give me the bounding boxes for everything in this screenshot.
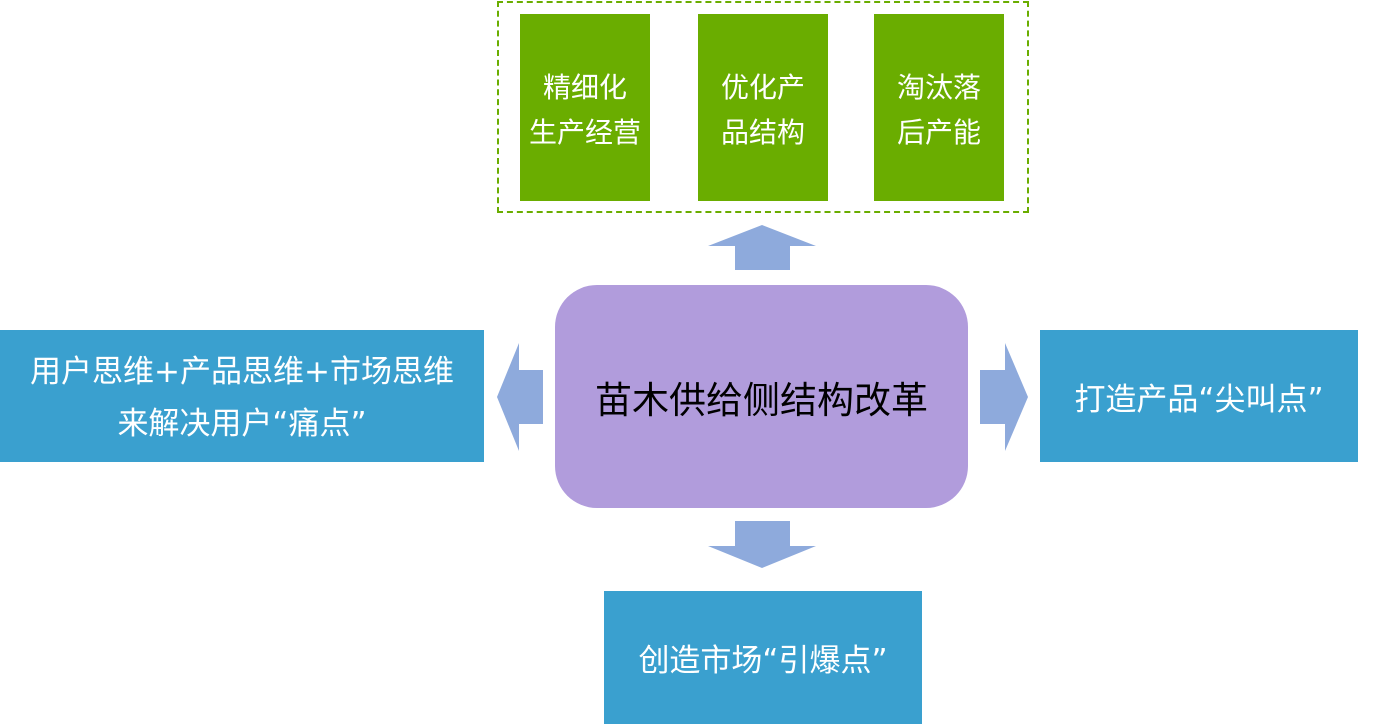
right-arrow-icon	[980, 343, 1028, 451]
green-box-eliminate-capacity: 淘汰落 后产能	[874, 14, 1004, 201]
right-box: 打造产品“尖叫点”	[1040, 330, 1358, 462]
center-box: 苗木供给侧结构改革	[555, 285, 968, 508]
green-box-line: 精细化	[542, 70, 627, 104]
bottom-box: 创造市场“引爆点”	[604, 591, 922, 724]
down-arrow-icon	[708, 521, 816, 568]
bottom-box-label: 创造市场“引爆点”	[638, 643, 888, 679]
green-box-line: 品结构	[720, 115, 805, 149]
right-box-label: 打造产品“尖叫点”	[1074, 381, 1324, 418]
green-box-line: 优化产	[720, 70, 805, 104]
green-box-line: 生产经营	[528, 115, 641, 149]
green-box-line: 淘汰落	[896, 70, 981, 104]
top-dashed-group: 精细化 生产经营 优化产 品结构 淘汰落 后产能	[497, 1, 1029, 213]
left-box-line: 来解决用户“痛点”	[117, 406, 367, 442]
left-box: 用户思维+产品思维+市场思维 来解决用户“痛点”	[0, 330, 484, 462]
green-box-optimize-structure: 优化产 品结构	[698, 14, 828, 201]
left-box-line: 用户思维+产品思维+市场思维	[30, 354, 454, 390]
up-arrow-icon	[708, 225, 816, 270]
green-box-line: 后产能	[896, 115, 981, 149]
green-box-refined-production: 精细化 生产经营	[520, 14, 650, 201]
center-label: 苗木供给侧结构改革	[595, 378, 928, 422]
left-arrow-icon	[497, 343, 543, 451]
